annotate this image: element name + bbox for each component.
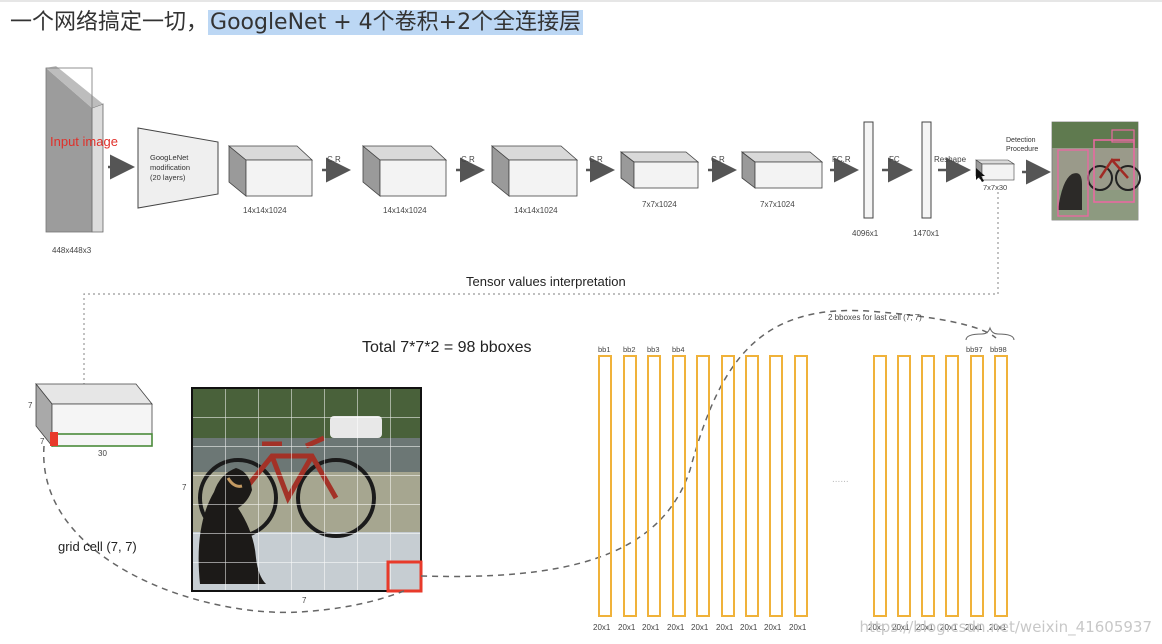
interpretation-title: Tensor values interpretation: [466, 274, 626, 289]
block-dim: 14x14x1024: [383, 206, 427, 215]
bbox-bar: [623, 355, 637, 617]
detection-result-image: [1051, 121, 1141, 221]
bbox-bar: [672, 355, 686, 617]
bbox-label: bb2: [623, 345, 636, 354]
grid-bottom-label: 7: [302, 596, 307, 605]
bar-size-label: 20x1: [892, 623, 910, 632]
conv-block-1: 14x14x1024: [227, 145, 314, 215]
arrow-label: C.R: [589, 155, 603, 164]
input-label: Input image: [50, 134, 118, 149]
block-dim: 7x7x1024: [760, 200, 795, 209]
block-dim: 14x14x1024: [243, 206, 287, 215]
page-heading: 一个网络搞定一切，GoogleNet + 4个卷积+2个全连接层: [10, 4, 584, 36]
bbox-mapping-curve: [420, 309, 997, 578]
fc1-dim: 4096x1: [852, 229, 879, 238]
arrow-label: Reshape: [934, 155, 967, 164]
tensor-dim-w: 7: [40, 437, 45, 446]
bar-size-label: 20x1: [940, 623, 958, 632]
bar-size-label: 20x1: [965, 623, 983, 632]
grid-side-label: 7: [182, 483, 187, 492]
bbox-bar: [994, 355, 1008, 617]
heading-highlight: GoogleNet + 4个卷积+2个全连接层: [208, 10, 584, 35]
bbox-bar: [769, 355, 783, 617]
tensor-volume: 7 7 30: [28, 382, 153, 458]
bbox-bar: [598, 355, 612, 617]
bbox-label: bb3: [647, 345, 660, 354]
block-dim: 14x14x1024: [514, 206, 558, 215]
bars-ellipsis: ......: [832, 474, 849, 485]
bar-size-label: 20x1: [740, 623, 758, 632]
bbox-bar: [794, 355, 808, 617]
bar-size-label: 20x1: [642, 623, 660, 632]
input-dim: 448x448x3: [52, 246, 92, 255]
bar-size-label: 20x1: [989, 623, 1007, 632]
bbox-label: bb97: [966, 345, 983, 354]
arrow-label: FC.R: [832, 155, 851, 164]
detection-label-2: Procedure: [1006, 146, 1038, 153]
tensor-dim-h: 7: [28, 401, 33, 410]
last-cell-note: 2 bboxes for last cell (7, 7): [828, 313, 922, 322]
googlenet-block: GoogLeNet modification (20 layers): [137, 127, 219, 209]
heading-prefix: 一个网络搞定一切，: [10, 10, 209, 35]
detection-label-1: Detection: [1006, 137, 1036, 144]
googlenet-label-1: GoogLeNet: [150, 153, 189, 162]
bar-size-label: 20x1: [618, 623, 636, 632]
bbox-bar: [647, 355, 661, 617]
arrow-label: C.R: [461, 155, 475, 164]
mouse-cursor-icon: [976, 168, 985, 182]
watermark: https://blog.csdn.net/weixin_41605937: [859, 618, 1152, 636]
bar-size-label: 20x1: [916, 623, 934, 632]
bbox-bar: [873, 355, 887, 617]
bbox-bars: 20x1 20x1 20x1 20x1 20x1 20x1 20x1 20x1 20x1 20x1…: [593, 345, 1008, 632]
bar-size-label: 20x1: [868, 623, 886, 632]
top-divider: [0, 0, 1162, 2]
bar-size-label: 20x1: [691, 623, 709, 632]
grid-cell-label: grid cell (7, 7): [58, 539, 137, 554]
conv-block-5: 7x7x1024: [740, 151, 824, 209]
arrow-label: C.R: [327, 155, 341, 164]
bbox-bar: [921, 355, 935, 617]
bracket: [965, 326, 1015, 341]
conv-block-2: 14x14x1024: [361, 145, 448, 215]
bar-size-label: 20x1: [667, 623, 685, 632]
bar-size-label: 20x1: [716, 623, 734, 632]
bbox-bar: [721, 355, 735, 617]
bbox-bar: [897, 355, 911, 617]
tensor-dim-d: 30: [98, 449, 107, 458]
input-image-slab: Input image 448x448x3: [45, 66, 118, 255]
bbox-label: bb1: [598, 345, 611, 354]
bar-size-label: 20x1: [789, 623, 807, 632]
fc2-dim: 1470x1: [913, 229, 940, 238]
bbox-label: bb98: [990, 345, 1007, 354]
fc-layer-1: 4096x1: [852, 121, 879, 238]
fc-layer-2: 1470x1: [913, 121, 940, 238]
arrow-label: FC: [889, 155, 900, 164]
googlenet-label-3: (20 layers): [150, 173, 186, 182]
bbox-bar: [696, 355, 710, 617]
output-dim: 7x7x30: [983, 183, 1007, 192]
conv-block-4: 7x7x1024: [619, 151, 700, 209]
total-bboxes-label: Total 7*7*2 = 98 bboxes: [362, 339, 531, 356]
bbox-bar: [945, 355, 959, 617]
grid-cell-curve: [43, 445, 405, 614]
grid-photo: 7 7: [182, 387, 423, 605]
bbox-bar: [970, 355, 984, 617]
googlenet-label-2: modification: [150, 163, 190, 172]
bbox-bar: [745, 355, 759, 617]
conv-block-3: 14x14x1024: [490, 145, 579, 215]
dotted-connector: [83, 192, 999, 384]
bar-size-label: 20x1: [764, 623, 782, 632]
bbox-label: bb4: [672, 345, 685, 354]
bar-size-label: 20x1: [593, 623, 611, 632]
arrow-label: C.R: [711, 155, 725, 164]
block-dim: 7x7x1024: [642, 200, 677, 209]
